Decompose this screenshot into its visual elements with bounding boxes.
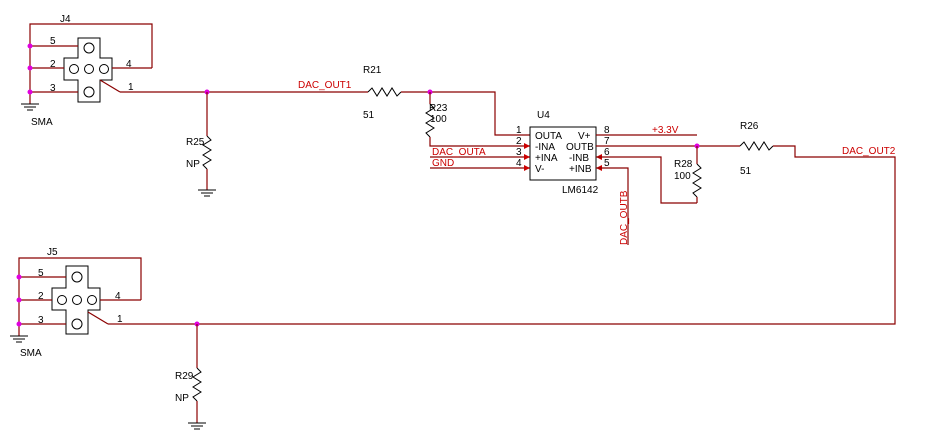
opamp-pin-number: 6 (604, 147, 610, 158)
net-dac-outb-wire (596, 167, 629, 245)
resistor-ref: R29 (175, 371, 194, 382)
opamp-pin-name: OUTA (535, 131, 562, 142)
resistor-value: 100 (430, 114, 447, 125)
opamp-pin-name: -INB (569, 153, 589, 164)
junction-dot (16, 321, 22, 327)
input-arrow-icon (524, 154, 530, 160)
net-label-gnd: GND (432, 158, 454, 169)
net-label-dac-outb: DAC_OUTB (619, 190, 630, 245)
pin-number: 2 (38, 291, 44, 302)
pin-number: 5 (38, 268, 44, 279)
junction-dot (16, 274, 22, 280)
pin-wire (87, 311, 109, 325)
opamp-pin-number: 1 (516, 125, 522, 136)
resistor-r29: R29 NP (175, 324, 206, 430)
connector-pin-circle (71, 271, 83, 283)
connector-pin-circle (83, 42, 95, 54)
resistor-r23: R23 100 (425, 92, 530, 147)
opamp-pin-number: 4 (516, 158, 522, 169)
resistor-r26: R26 51 (739, 121, 774, 177)
resistor-r28: R28 100 (674, 146, 702, 203)
opamp-pin-number: 3 (516, 147, 522, 158)
connector-body (51, 265, 101, 335)
pin-number: 2 (50, 59, 56, 70)
resistor-value: 51 (363, 110, 375, 121)
opamp-part: LM6142 (562, 185, 599, 196)
opamp-pin-name: +INA (535, 153, 558, 164)
pin-wire (99, 79, 121, 93)
connector-ref: J4 (60, 14, 71, 25)
connector-pin-circle (99, 64, 109, 74)
net-label-dac-outa: DAC_OUTA (432, 147, 486, 158)
opamp-pin-name: +INB (569, 164, 592, 175)
connector-pin-circle (87, 295, 97, 305)
resistor-value: NP (175, 393, 189, 404)
net-outa-wire (401, 91, 530, 136)
pin-number: 4 (126, 59, 132, 70)
connector-pin-circle (83, 86, 95, 98)
junction-dot (27, 65, 33, 71)
resistor-ref: R26 (740, 121, 759, 132)
connector-pin-circle (71, 318, 83, 330)
connector-pin-circle (57, 295, 67, 305)
pin-number: 3 (50, 83, 56, 94)
opamp-u4: U4 LM6142 OUTA -INA +INA V- 1 2 3 4 V+ O… (516, 110, 610, 196)
junction-dot (27, 43, 33, 49)
connector-j4: J4 5 2 3 4 1 SMA (21, 14, 153, 128)
input-arrow-icon (524, 165, 530, 171)
opamp-pin-number: 7 (604, 136, 610, 147)
connector-body (63, 37, 113, 103)
pin-number: 5 (50, 36, 56, 47)
shield-loop-wire (29, 23, 153, 68)
net-label-dac-out1: DAC_OUT1 (298, 80, 352, 91)
net-label-vcc: +3.3V (652, 125, 679, 136)
ground-symbol (21, 103, 39, 111)
junction-dot (16, 297, 22, 303)
opamp-body (529, 126, 597, 181)
connector-name: SMA (31, 117, 53, 128)
net-label-dac-out2: DAC_OUT2 (842, 146, 896, 157)
resistor-value: 100 (674, 171, 691, 182)
connector-pin-circle (69, 64, 79, 74)
connector-pin-circle (84, 64, 94, 74)
opamp-pin-name: V- (535, 164, 544, 175)
resistor-value: NP (186, 159, 200, 170)
resistor-ref: R21 (363, 65, 382, 76)
opamp-pin-name: V+ (578, 131, 591, 142)
resistor-ref: R23 (429, 103, 448, 114)
input-arrow-icon (524, 143, 530, 149)
opamp-ref: U4 (537, 110, 550, 121)
pin-number: 4 (115, 291, 121, 302)
connector-name: SMA (20, 348, 42, 359)
resistor-value: 51 (740, 166, 752, 177)
opamp-pin-number: 2 (516, 136, 522, 147)
pin-number: 1 (117, 314, 123, 325)
opamp-pin-number: 5 (604, 158, 610, 169)
resistor-ref: R28 (674, 159, 693, 170)
resistor-r21: R21 51 (363, 65, 402, 121)
ground-symbol (10, 335, 28, 343)
pin-number: 1 (128, 82, 134, 93)
connector-j5: J5 5 2 3 4 1 SMA (10, 247, 142, 359)
connector-pin-circle (72, 295, 82, 305)
opamp-pin-name: OUTB (566, 142, 594, 153)
shield-loop-wire (18, 257, 142, 300)
resistor-r25: R25 NP (186, 92, 216, 197)
net-inb-feedback-wire (596, 156, 697, 204)
resistor-ref: R25 (186, 137, 205, 148)
pin-number: 3 (38, 315, 44, 326)
junction-dot (27, 89, 33, 95)
connector-ref: J5 (47, 247, 58, 258)
net-dac-out2-wire (120, 145, 896, 325)
opamp-pin-name: -INA (535, 142, 555, 153)
opamp-pin-number: 8 (604, 125, 610, 136)
